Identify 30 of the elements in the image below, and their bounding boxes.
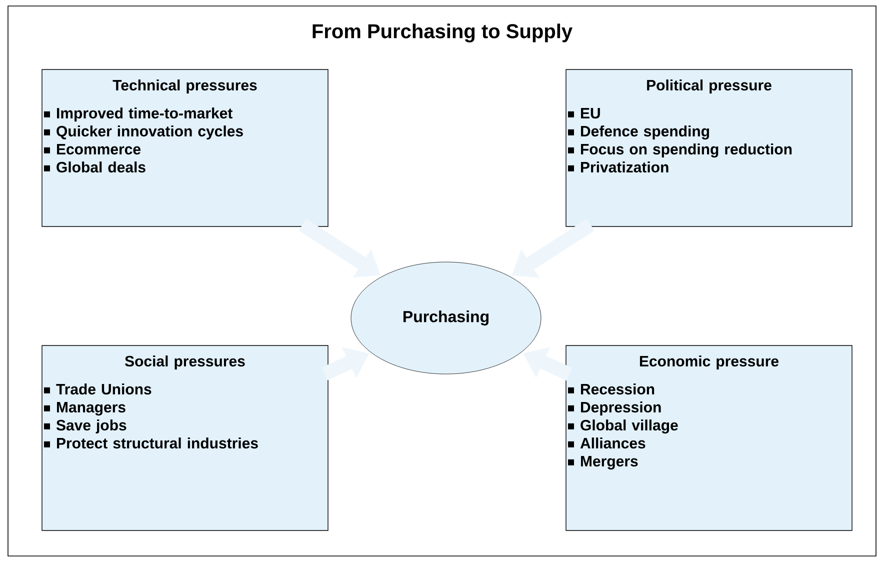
- title: From Purchasing to Supply: [312, 24, 572, 42]
- bullet-item: Depression: [568, 402, 661, 416]
- bullet-item: Focus on spending reduction: [568, 144, 792, 158]
- ellipse-node: [350, 262, 542, 374]
- bullet-item: Privatization: [568, 162, 668, 173]
- bullet-item: Global village: [568, 420, 678, 434]
- bullet-item: Mergers: [568, 456, 638, 470]
- bullet-item: Save jobs: [44, 420, 126, 434]
- node-label: Purchasing: [404, 310, 488, 326]
- bullet-item: Alliances: [568, 438, 646, 449]
- pressure-box: [566, 345, 852, 531]
- bullet-item: Recession: [568, 384, 654, 395]
- box-heading: Social pressures: [125, 356, 245, 370]
- bullet-item: Protect structural industries: [44, 438, 258, 449]
- pressure-box: [566, 69, 852, 227]
- bullet-item: Quicker innovation cycles: [44, 126, 243, 140]
- box-heading: Technical pressures: [112, 80, 257, 94]
- bullet-item: Ecommerce: [44, 144, 141, 155]
- block-arrow: [523, 346, 572, 381]
- bullet-item: Defence spending: [568, 126, 710, 140]
- bullet-item: Managers: [44, 402, 126, 416]
- box-heading: Political pressure: [647, 80, 772, 94]
- bullet-item: Improved time-to-market: [44, 108, 232, 122]
- pressure-box: [42, 69, 328, 227]
- pressure-box: [42, 345, 328, 531]
- block-arrow: [298, 218, 380, 278]
- bullet-item: Trade Unions: [44, 384, 152, 395]
- box-heading: Economic pressure: [640, 356, 778, 370]
- bullet-item: EU: [568, 108, 600, 119]
- bullet-item: Global deals: [44, 162, 146, 173]
